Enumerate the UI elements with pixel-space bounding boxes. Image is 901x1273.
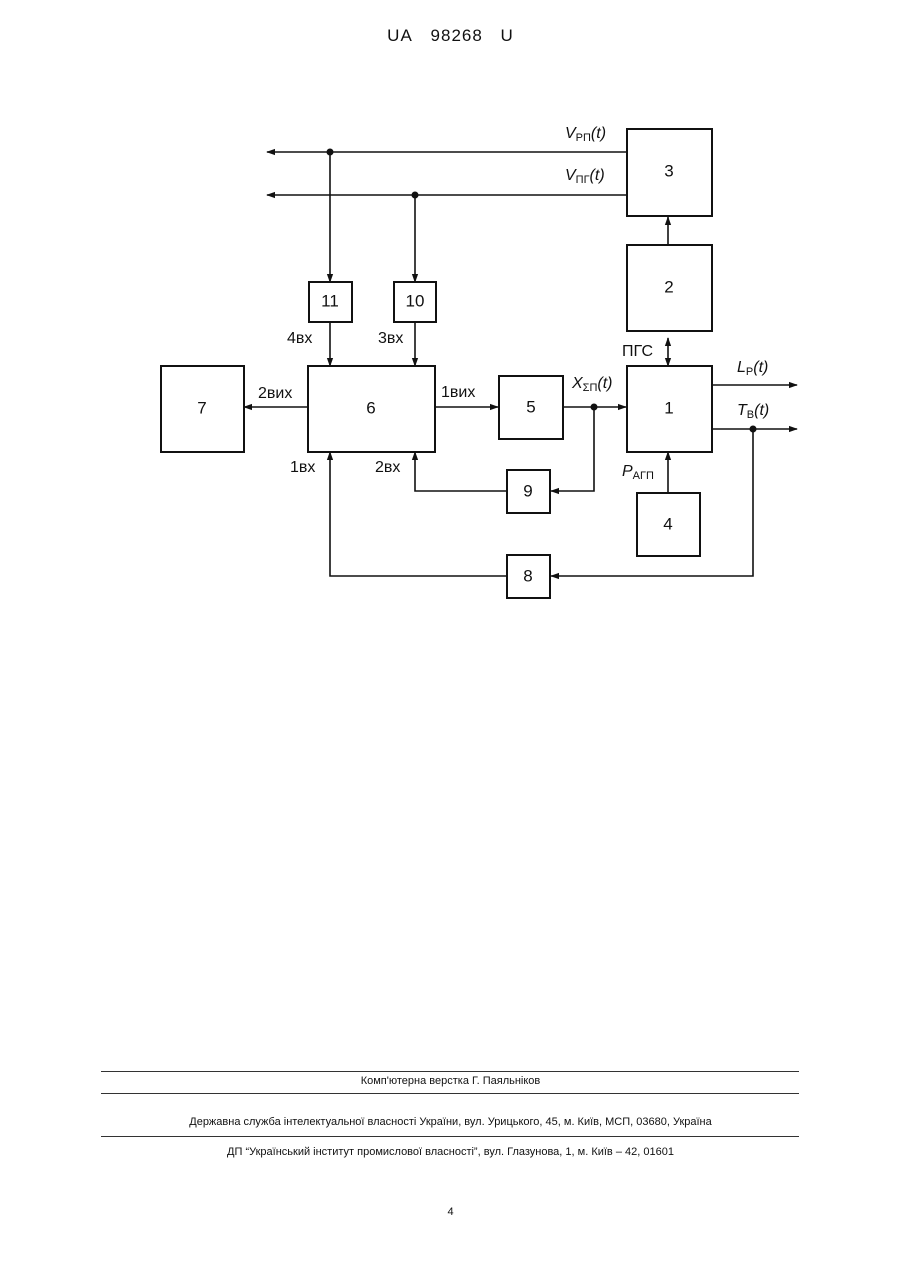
block-11-label: 11 — [321, 291, 339, 310]
block-6: 6 — [308, 366, 435, 452]
block-10: 10 — [394, 282, 436, 322]
port-label-1in: 1вх — [290, 459, 315, 476]
block-4: 4 — [637, 493, 700, 556]
footer-divider — [101, 1071, 799, 1072]
block-8: 8 — [507, 555, 550, 598]
block-7: 7 — [161, 366, 244, 452]
block-5: 5 — [499, 376, 563, 439]
footer-divider — [101, 1093, 799, 1094]
block-6-label: 6 — [366, 398, 375, 417]
line-9-to-6 — [415, 452, 506, 491]
block-8-label: 8 — [523, 566, 532, 585]
block-1: 1 — [627, 366, 712, 452]
signal-label-v-pg: VПГ(t) — [565, 167, 605, 186]
signal-label-pgs: ПГС — [622, 343, 653, 360]
block-3-label: 3 — [664, 161, 673, 180]
port-label-2in: 2вх — [375, 459, 400, 476]
block-9-label: 9 — [523, 481, 532, 500]
port-label-3in: 3вх — [378, 330, 403, 347]
port-label-2out: 2вих — [258, 385, 292, 402]
port-label-1out: 1вих — [441, 384, 475, 401]
line-8-to-6 — [330, 452, 506, 576]
junction-dot — [327, 149, 334, 156]
signal-label-x-sp: XΣП(t) — [571, 375, 613, 394]
signal-label-p-agp: PАГП — [622, 463, 654, 482]
signal-label-t-v: TВ(t) — [737, 402, 769, 421]
footer-layout-credit: Комп'ютерна верстка Г. Паяльніков — [0, 1075, 901, 1087]
footer-divider — [101, 1136, 799, 1137]
block-4-label: 4 — [663, 514, 672, 533]
block-2-label: 2 — [664, 277, 673, 296]
junction-dot — [591, 404, 598, 411]
block-5-label: 5 — [526, 397, 535, 416]
block-11: 11 — [309, 282, 352, 322]
block-9: 9 — [507, 470, 550, 513]
footer-institute-address: ДП “Український інститут промислової вла… — [0, 1146, 901, 1158]
junction-dot — [412, 192, 419, 199]
block-1-label: 1 — [664, 398, 673, 417]
block-10-label: 10 — [406, 291, 425, 310]
signal-label-l-p: LР(t) — [737, 359, 768, 378]
footer-agency-address: Державна служба інтелектуальної власност… — [0, 1116, 901, 1128]
port-label-4in: 4вх — [287, 330, 312, 347]
block-2: 2 — [627, 245, 712, 331]
block-3: 3 — [627, 129, 712, 216]
block-7-label: 7 — [197, 398, 206, 417]
page-number: 4 — [0, 1206, 901, 1218]
signal-label-v-rp: VРП(t) — [565, 125, 606, 144]
junction-dot — [750, 426, 757, 433]
